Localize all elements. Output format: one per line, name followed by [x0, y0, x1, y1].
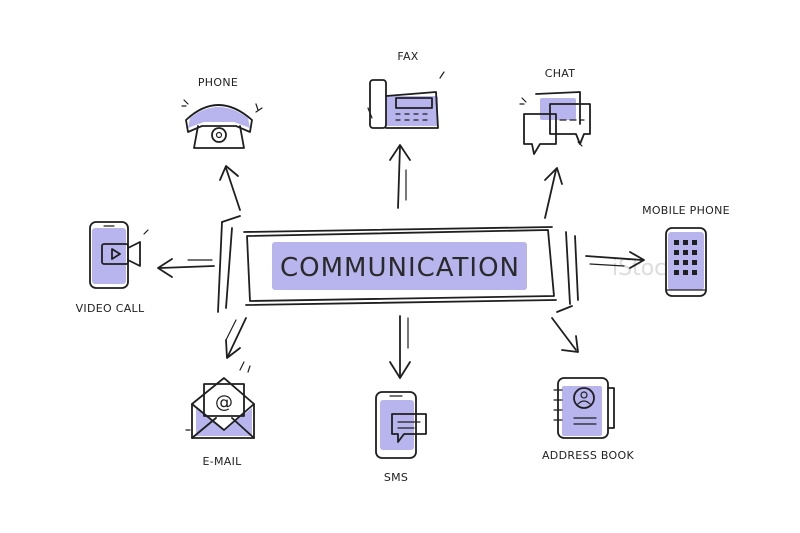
address-book-icon: [553, 377, 615, 439]
central-title: COMMUNICATION: [280, 253, 520, 283]
arrow-to-chat: [544, 167, 563, 219]
address-book-label: ADDRESS BOOK: [542, 449, 634, 462]
node-chat: CHAT: [519, 67, 591, 155]
envelope-at-icon: @: [185, 361, 255, 439]
chat-label: CHAT: [545, 67, 576, 80]
central-box-highlight: [272, 242, 527, 290]
node-address-book: ADDRESS BOOK: [542, 377, 634, 462]
arrow-to-mobile-phone: [585, 251, 645, 269]
mobile-phone-label: MOBILE PHONE: [642, 204, 730, 217]
smartphone-message-icon: [375, 391, 427, 459]
mobile-keypad-icon: [665, 227, 707, 297]
node-phone: PHONE: [181, 76, 263, 149]
central-box: COMMUNICATION: [217, 215, 579, 313]
chat-bubbles-icon: [519, 91, 591, 155]
arrow-to-fax: [389, 144, 411, 209]
node-mobile-phone: MOBILE PHONE: [642, 204, 730, 297]
video-call-label: VIDEO CALL: [76, 302, 145, 315]
fax-label: FAX: [397, 50, 418, 63]
arrow-to-phone: [219, 165, 241, 211]
rotary-phone-icon: [181, 99, 263, 149]
svg-text:@: @: [215, 392, 233, 413]
video-call-icon: [89, 221, 149, 289]
arrow-to-sms: [389, 315, 411, 379]
sms-label: SMS: [384, 471, 408, 484]
arrow-to-address-book: [551, 317, 579, 353]
phone-label: PHONE: [198, 76, 238, 89]
node-fax: FAX: [367, 50, 445, 129]
email-label: E-MAIL: [202, 455, 242, 468]
node-sms: SMS: [375, 391, 427, 484]
node-email: @ E-MAIL: [185, 361, 255, 468]
fax-machine-icon: [367, 71, 445, 129]
node-video-call: VIDEO CALL: [76, 221, 149, 315]
arrow-to-video-call: [157, 258, 215, 278]
arrow-to-email: [225, 317, 247, 359]
